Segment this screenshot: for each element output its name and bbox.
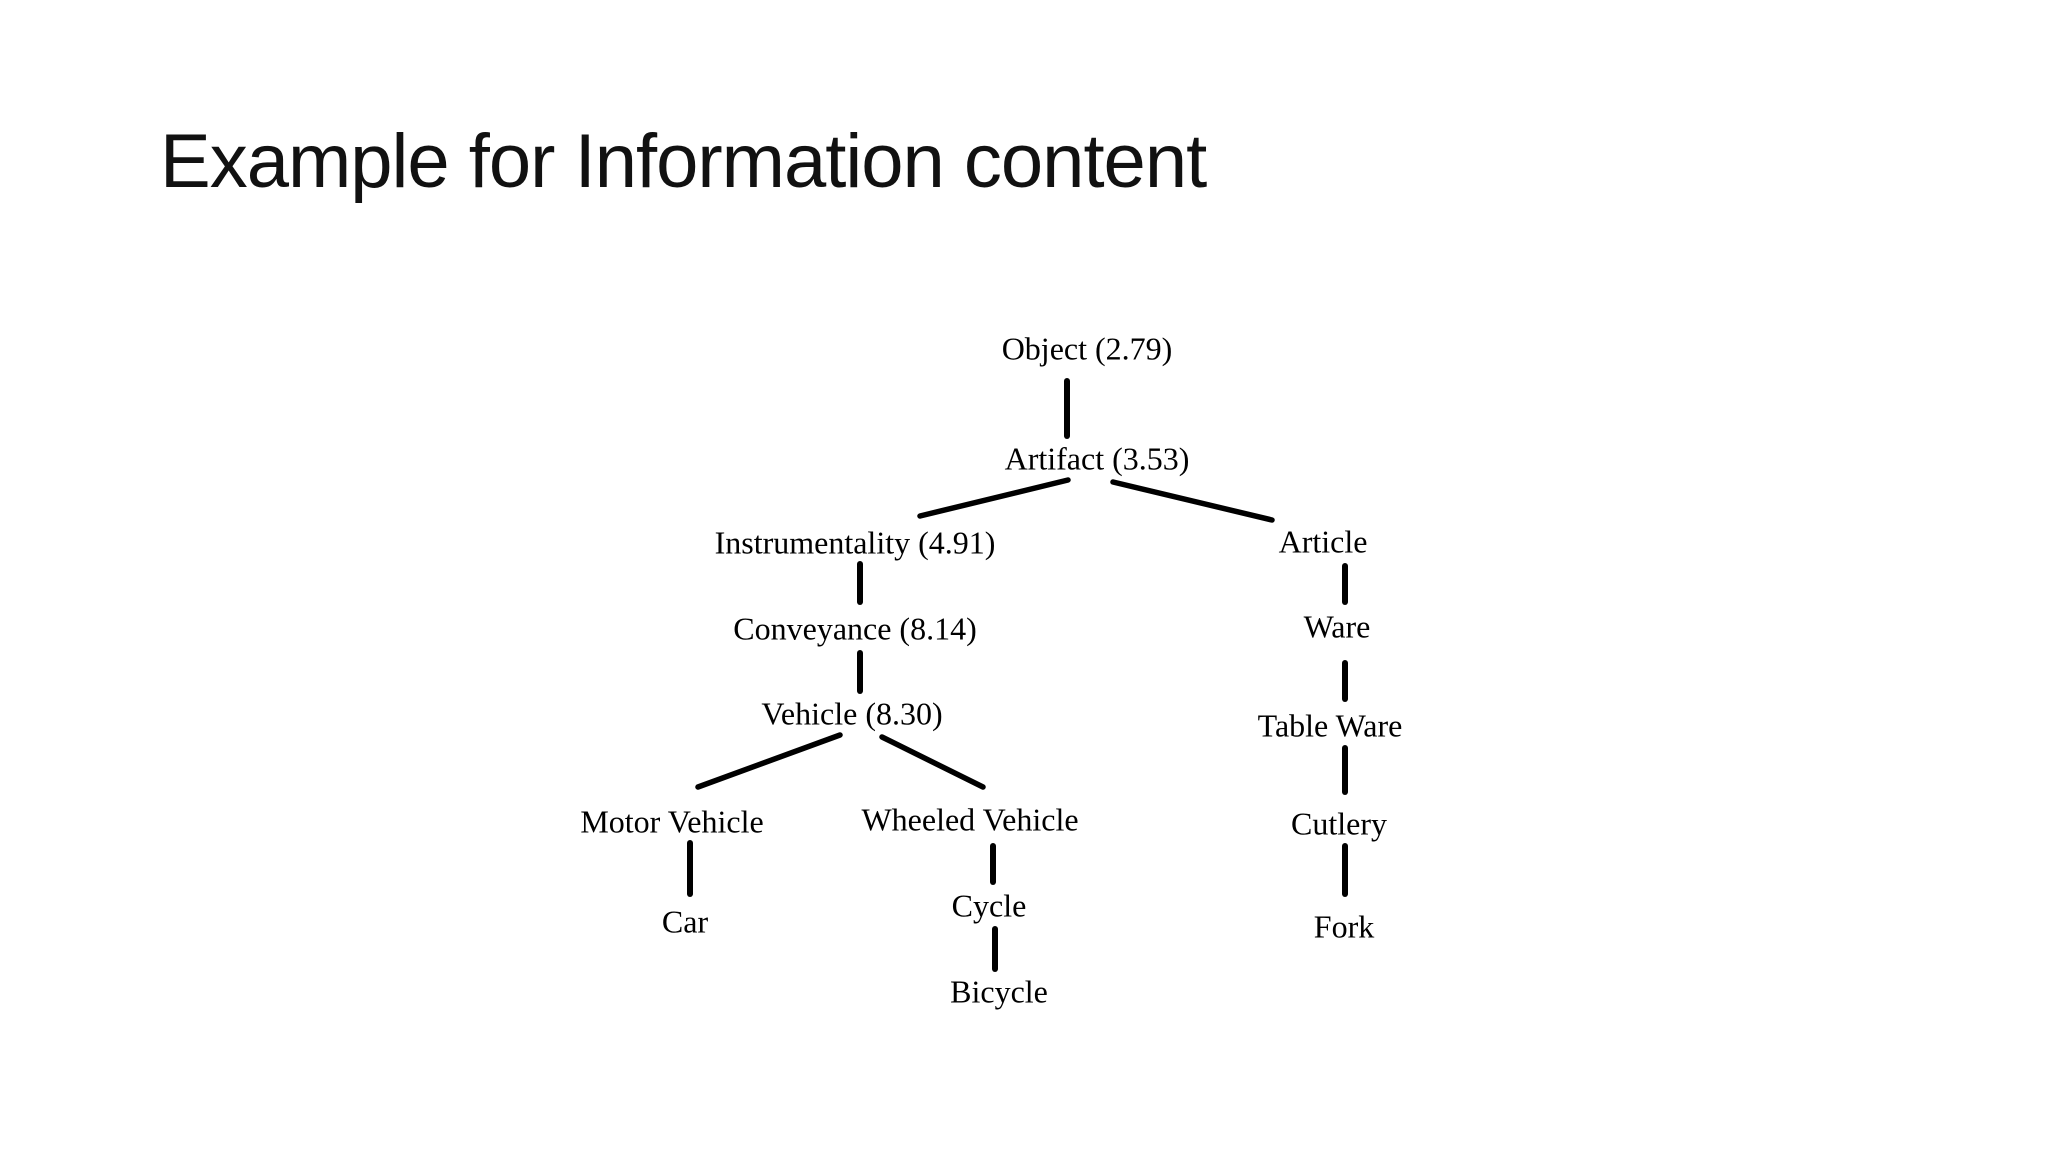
- edge-vehicle-wheeled-vehicle: [879, 734, 986, 790]
- tree-node-article: Article: [1278, 523, 1368, 560]
- tree-node-artifact: Artifact (3.53): [1004, 440, 1190, 477]
- edge-artifact-article: [1110, 479, 1275, 523]
- tree-node-ware: Ware: [1303, 608, 1371, 645]
- edge-artifact-instrumentality: [917, 477, 1071, 519]
- tree-node-cutlery: Cutlery: [1291, 805, 1387, 842]
- tree-node-conveyance: Conveyance (8.14): [733, 610, 977, 647]
- tree-node-wheeled-vehicle: Wheeled Vehicle: [861, 801, 1079, 838]
- tree-node-object: Object (2.79): [1001, 330, 1173, 367]
- tree-node-table-ware: Table Ware: [1257, 707, 1403, 744]
- tree-node-motor-vehicle: Motor Vehicle: [580, 803, 764, 840]
- tree-node-instrumentality: Instrumentality (4.91): [714, 524, 996, 561]
- tree-node-vehicle: Vehicle (8.30): [761, 695, 943, 732]
- tree-node-fork: Fork: [1313, 908, 1375, 945]
- tree-node-car: Car: [661, 903, 709, 940]
- slide-title: Example for Information content: [160, 119, 1207, 204]
- tree-node-bicycle: Bicycle: [950, 973, 1048, 1010]
- edge-vehicle-motor-vehicle: [695, 732, 843, 790]
- tree-node-cycle: Cycle: [951, 887, 1027, 924]
